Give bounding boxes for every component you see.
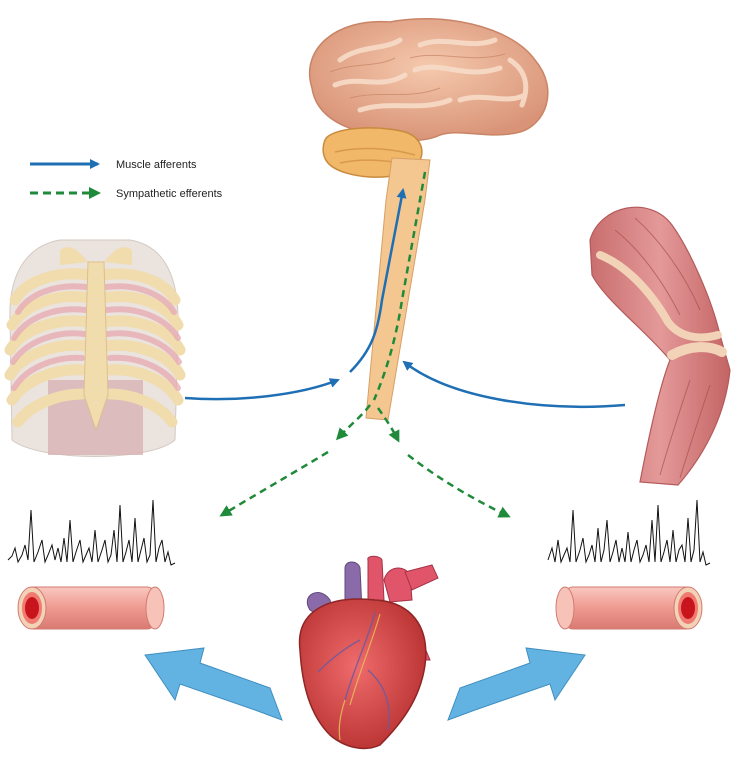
legend-item-sympathetic-efferents: Sympathetic efferents xyxy=(30,187,223,200)
afferent-path-ascending xyxy=(349,188,407,373)
afferent-path-ribcage xyxy=(184,378,340,401)
spinal-cord-icon xyxy=(365,157,431,421)
leg-muscle-icon xyxy=(589,206,731,486)
legend-label-sympathetic-efferents: Sympathetic efferents xyxy=(116,188,223,200)
cardiac-output-arrows xyxy=(144,647,586,721)
flow-arrow-right-icon xyxy=(447,647,586,721)
efferent-path-left-top xyxy=(335,404,371,441)
muscle-afferent-pathways xyxy=(184,188,626,408)
efferent-path-descending xyxy=(372,171,427,401)
rib-cage-icon xyxy=(4,239,186,457)
heart-icon xyxy=(298,555,439,750)
msna-trace-right-icon xyxy=(547,499,711,566)
legend-label-muscle-afferents: Muscle afferents xyxy=(116,159,197,171)
msna-trace-left-icon xyxy=(7,499,176,566)
afferent-path-leg xyxy=(402,360,626,408)
brain-icon xyxy=(309,17,549,142)
efferent-path-left xyxy=(219,450,329,517)
flow-arrow-left-icon xyxy=(144,647,283,721)
efferent-path-right xyxy=(407,454,511,518)
efferent-path-right-top xyxy=(376,407,400,443)
legend-item-muscle-afferents: Muscle afferents xyxy=(30,159,197,171)
blood-vessel-right-icon xyxy=(555,586,703,630)
blood-vessel-left-icon xyxy=(17,586,165,630)
sympathetic-efferent-pathways xyxy=(219,171,511,518)
legend: Muscle afferents Sympathetic efferents xyxy=(30,159,223,200)
